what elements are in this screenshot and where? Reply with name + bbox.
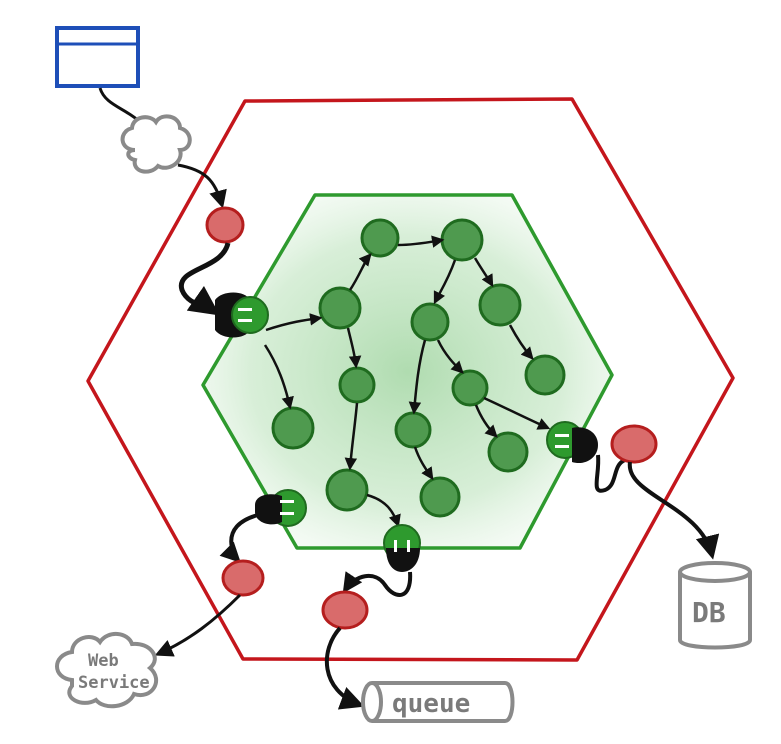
plug-to-adapter-connector <box>342 571 413 597</box>
node <box>325 468 369 512</box>
plug-icon <box>215 292 269 338</box>
domain-arrows <box>263 235 551 528</box>
node <box>318 286 362 330</box>
queue-cylinder-icon: queue <box>361 681 515 723</box>
plug-icon <box>383 524 421 572</box>
plug-icon <box>546 421 598 464</box>
adapter-icon <box>321 590 369 630</box>
node <box>451 369 489 407</box>
adapter-icon <box>610 424 658 464</box>
cloud-to-adapter-arrow <box>177 163 227 209</box>
node <box>338 366 376 404</box>
node <box>524 354 566 396</box>
adapter-icon <box>221 559 265 597</box>
node <box>271 406 315 450</box>
node <box>360 218 400 258</box>
node <box>487 431 529 473</box>
browser-to-cloud-connector <box>98 87 142 124</box>
db-label: DB <box>692 596 726 629</box>
node <box>478 283 522 327</box>
adapter-icon <box>205 206 245 244</box>
plug-to-adapter-connector <box>594 454 627 493</box>
adapter-to-web-service-arrow <box>154 593 242 657</box>
queue-label: queue <box>392 689 470 719</box>
internet-cloud-icon <box>120 114 192 174</box>
node <box>440 218 484 262</box>
plug-to-adapter-connector <box>219 513 259 563</box>
browser-window-icon <box>55 26 140 88</box>
adapter-to-plug-arrow <box>178 242 231 316</box>
node <box>394 411 432 449</box>
domain-nodes <box>271 218 566 518</box>
node <box>419 476 461 518</box>
web-service-cloud-icon: Web Service <box>55 632 158 709</box>
adapter-to-queue-arrow <box>325 626 365 710</box>
node <box>410 302 450 342</box>
web-service-label-line1: Web <box>88 651 119 671</box>
outer-hexagon <box>86 97 735 662</box>
db-cylinder-icon: DB <box>678 561 752 650</box>
web-service-label-line2: Service <box>78 673 150 693</box>
plug-icon <box>255 489 307 527</box>
adapter-to-db-arrow <box>627 461 720 560</box>
